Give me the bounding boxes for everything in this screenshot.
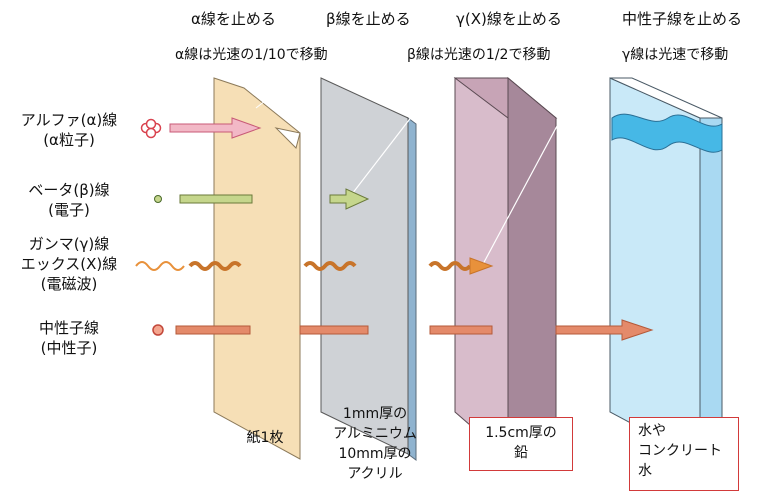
alpha-arrow bbox=[169, 117, 262, 139]
pointer-line-gamma bbox=[481, 71, 587, 267]
gamma-arrowhead bbox=[469, 257, 494, 275]
neutron-stop-label: 中性子線を止める bbox=[622, 10, 743, 28]
aluminum-label-line4: アクリル bbox=[347, 466, 403, 482]
paper-label: 紙1枚 bbox=[246, 430, 284, 446]
beta-arrow-2 bbox=[329, 188, 370, 210]
paper-curl bbox=[274, 127, 301, 149]
gamma-wave-2 bbox=[303, 261, 357, 271]
alpha-label-line2: (α粒子) bbox=[43, 131, 95, 149]
water-label: 水や コンクリート 水 bbox=[630, 418, 738, 481]
gamma-label-line1: ガンマ(γ)線 bbox=[28, 235, 110, 253]
gamma-speed-label: γ線は光速で移動 bbox=[622, 47, 729, 63]
water-label-line1: 水や bbox=[638, 423, 666, 439]
lead-label: 1.5cm厚の 鉛 bbox=[470, 418, 572, 463]
neutron-bar-2 bbox=[299, 325, 369, 335]
alpha-particle-icon bbox=[140, 118, 162, 139]
lead-label-line2: 鉛 bbox=[514, 445, 528, 461]
beta-electron-icon bbox=[154, 195, 162, 203]
beta-speed-label: β線は光速の1/2で移動 bbox=[407, 47, 551, 63]
beta-label: ベータ(β)線 (電子) bbox=[4, 180, 134, 220]
neutron-label-line1: 中性子線 bbox=[38, 319, 99, 337]
alpha-speed-label: α線は光速の1/10で移動 bbox=[175, 47, 328, 63]
neutron-label: 中性子線 (中性子) bbox=[4, 318, 134, 358]
alpha-label-line1: アルファ(α)線 bbox=[20, 111, 118, 129]
lead-block-side bbox=[507, 76, 557, 462]
water-label-box: 水や コンクリート 水 bbox=[629, 417, 739, 491]
water-label-line2: コンクリート bbox=[638, 443, 722, 459]
water-tank-top bbox=[609, 77, 723, 119]
lead-label-box: 1.5cm厚の 鉛 bbox=[469, 417, 573, 471]
pointer-line-beta bbox=[351, 71, 447, 195]
aluminum-label-line3: 10mm厚の bbox=[338, 446, 412, 462]
beta-label-line2: (電子) bbox=[48, 201, 90, 219]
alpha-stop-label: α線を止める bbox=[191, 10, 276, 28]
neutron-label-line2: (中性子) bbox=[40, 339, 98, 357]
gamma-wave-1 bbox=[188, 261, 242, 271]
aluminum-label-line1: 1mm厚の bbox=[342, 406, 408, 422]
beta-stop-label: β線を止める bbox=[326, 10, 411, 28]
gamma-label-line3: (電磁波) bbox=[40, 275, 98, 293]
gamma-label: ガンマ(γ)線 エックス(X)線 (電磁波) bbox=[2, 234, 136, 294]
aluminum-label: 1mm厚の アルミニウム 10mm厚の アクリル bbox=[310, 404, 440, 484]
lead-label-line1: 1.5cm厚の bbox=[485, 425, 557, 441]
alpha-label: アルファ(α)線 (α粒子) bbox=[4, 110, 134, 150]
gamma-label-line2: エックス(X)線 bbox=[20, 255, 118, 273]
neutron-bar-1 bbox=[175, 325, 251, 335]
water-label-line3: 水 bbox=[638, 463, 652, 479]
neutron-arrow bbox=[555, 319, 654, 341]
gamma-wave-3 bbox=[428, 261, 472, 271]
neutron-bar-3 bbox=[429, 325, 493, 335]
beta-label-line1: ベータ(β)線 bbox=[28, 181, 110, 199]
beta-arrow-1 bbox=[179, 194, 253, 204]
water-surface bbox=[611, 113, 723, 153]
paper-sheet bbox=[213, 77, 301, 460]
gamma-wave-icon bbox=[135, 261, 185, 271]
pointer-line-alpha bbox=[255, 71, 303, 109]
neutron-icon bbox=[152, 324, 164, 336]
aluminum-plate bbox=[320, 77, 409, 455]
gamma-stop-label: γ(X)線を止める bbox=[456, 10, 562, 28]
aluminum-label-line2: アルミニウム bbox=[333, 426, 417, 442]
water-tank-side bbox=[699, 117, 723, 461]
